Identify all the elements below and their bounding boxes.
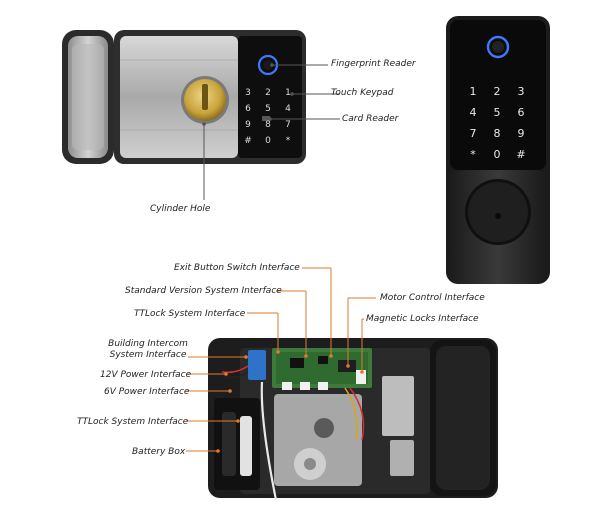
leader-dot <box>268 117 272 121</box>
label-ttlock-system-interface-bottom: TTLock System Interface <box>77 417 189 427</box>
handset-key: 8 <box>493 127 501 140</box>
rim-lock-key: 2 <box>265 88 271 98</box>
label-building-intercom-line1: Building Intercom <box>108 339 188 349</box>
rim-lock-key: * <box>285 136 291 146</box>
leader-dot <box>216 449 220 453</box>
leader-lines <box>186 63 376 453</box>
leader-dot <box>329 354 333 358</box>
leader-dot <box>304 354 308 358</box>
rim-lock-key: 4 <box>285 104 291 114</box>
handset-key: 9 <box>517 127 525 140</box>
handset-key: 0 <box>493 148 501 161</box>
rim-lock-key: 7 <box>285 120 291 130</box>
label-standard-version-system-interface: Standard Version System Interface <box>125 286 282 296</box>
handset-key: 5 <box>493 106 501 119</box>
label-fingerprint-reader: Fingerprint Reader <box>331 59 416 69</box>
rim-lock-key: # <box>244 136 252 146</box>
handset-key: 2 <box>493 85 501 98</box>
rim-lock-key: 8 <box>265 120 271 130</box>
label-magnetic-locks-interface: Magnetic Locks Interface <box>366 314 479 324</box>
leader-dot <box>360 370 364 374</box>
handset-key: 6 <box>517 106 525 119</box>
handset-key: * <box>470 148 476 161</box>
label-motor-control-interface: Motor Control Interface <box>380 293 485 303</box>
handset-key: 4 <box>469 106 477 119</box>
label-building-intercom-line2: System Interface <box>109 350 187 360</box>
label-battery-box: Battery Box <box>132 447 186 457</box>
leader-dot <box>228 389 232 393</box>
lock-handset <box>446 16 550 284</box>
leader-dot <box>236 419 240 423</box>
handset-key: 7 <box>469 127 477 140</box>
label-ttlock-system-interface-top: TTLock System Interface <box>134 309 246 319</box>
handset-key: 3 <box>517 85 525 98</box>
leader-dot <box>244 355 248 359</box>
leader-dot <box>270 63 274 67</box>
rim-lock-key: 0 <box>265 136 271 146</box>
rim-lock-key: 5 <box>265 104 271 114</box>
leader-dot <box>290 92 294 96</box>
label-touch-keypad: Touch Keypad <box>331 88 394 98</box>
rim-lock-front <box>62 30 306 164</box>
label-6v-power-interface: 6V Power Interface <box>104 387 190 397</box>
handset-fingerprint-icon <box>486 35 510 59</box>
leader-dot <box>202 122 206 126</box>
leader-dot <box>346 364 350 368</box>
label-exit-button-switch-interface: Exit Button Switch Interface <box>174 263 300 273</box>
rim-lock-key: 3 <box>245 88 251 98</box>
lock-internals <box>208 338 498 501</box>
rim-lock-key: 6 <box>245 104 251 114</box>
label-cylinder-hole: Cylinder Hole <box>150 204 211 214</box>
leader-dot <box>276 350 280 354</box>
leader-dot <box>224 372 228 376</box>
rim-lock-key: 9 <box>245 120 251 130</box>
label-12v-power-interface: 12V Power Interface <box>100 370 192 380</box>
handset-key: # <box>516 148 526 161</box>
rim-lock-key: 1 <box>285 88 291 98</box>
label-card-reader: Card Reader <box>342 114 399 124</box>
handset-key: 1 <box>469 85 477 98</box>
